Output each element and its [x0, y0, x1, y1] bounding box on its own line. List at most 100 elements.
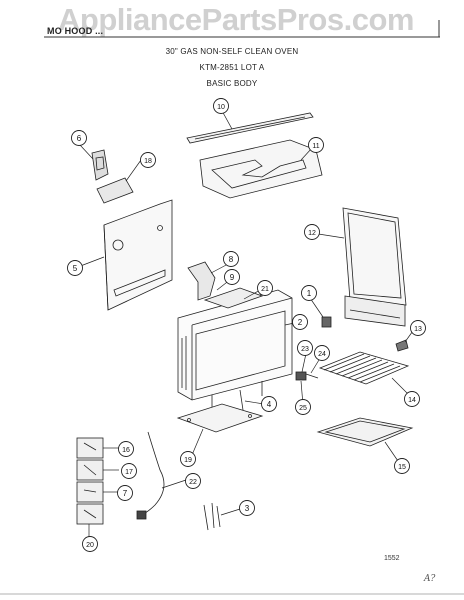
callout-24: 24	[314, 345, 330, 361]
callout-circle	[224, 269, 240, 285]
callout-18: 18	[140, 152, 156, 168]
callout-15: 15	[394, 458, 410, 474]
callout-label: 2	[298, 318, 303, 327]
callout-label: 24	[318, 351, 326, 358]
pin	[239, 389, 244, 411]
callout-label: 1	[307, 289, 312, 298]
callout-21: 21	[257, 280, 273, 296]
callout-label: 13	[414, 326, 422, 333]
callout-circle	[308, 137, 324, 153]
model-label: MO HOOD ...	[47, 26, 104, 36]
callout-label: 6	[77, 134, 82, 143]
hardware-boxes	[76, 437, 104, 525]
ignitor-lead	[203, 502, 221, 531]
bottom-plate	[176, 403, 264, 433]
callout-circle	[117, 485, 133, 501]
callout-circle	[67, 260, 83, 276]
igniter-assembly	[295, 371, 319, 381]
callout-circle	[314, 345, 330, 361]
callout-label: 5	[73, 264, 78, 273]
callout-circle	[118, 441, 134, 457]
callout-circle	[297, 340, 313, 356]
oven-body	[177, 287, 293, 410]
bushing	[321, 316, 332, 328]
side-panel	[103, 199, 173, 311]
callout-11: 11	[308, 137, 324, 153]
callout-circle	[223, 251, 239, 267]
callout-label: 16	[122, 447, 130, 454]
callout-circle	[261, 396, 277, 412]
callout-12: 12	[304, 224, 320, 240]
callout-circle	[71, 130, 87, 146]
callout-circle	[410, 320, 426, 336]
callout-1: 1	[301, 285, 317, 301]
diagram-title: 30" GAS NON-SELF CLEAN OVEN	[165, 47, 299, 56]
callout-circle	[180, 451, 196, 467]
callout-20: 20	[82, 536, 98, 552]
callout-label: 3	[245, 504, 250, 513]
callout-5: 5	[67, 260, 83, 276]
callout-13: 13	[410, 320, 426, 336]
callout-label: 14	[408, 397, 416, 404]
callout-25: 25	[295, 399, 311, 415]
callout-circle	[304, 224, 320, 240]
watermark: AppliancePartsPros.com	[58, 2, 414, 37]
callout-circle	[185, 473, 201, 489]
handwritten-initials: A?	[424, 574, 436, 584]
callout-label: 23	[301, 346, 309, 353]
callout-circle	[121, 463, 137, 479]
diagram-section: BASIC BODY	[206, 79, 258, 88]
callout-10: 10	[213, 98, 229, 114]
callout-circle	[140, 152, 156, 168]
callout-label: 7	[123, 489, 128, 498]
callout-label: 22	[189, 479, 197, 486]
top-trim-strip	[186, 112, 314, 144]
callout-label: 12	[308, 230, 316, 237]
callout-circle	[404, 391, 420, 407]
callout-label: 17	[125, 469, 133, 476]
top-panel	[199, 139, 323, 199]
callout-4: 4	[261, 396, 277, 412]
callout-circle	[213, 98, 229, 114]
callout-circle	[295, 399, 311, 415]
callout-label: 20	[86, 542, 94, 549]
callout-circle	[82, 536, 98, 552]
callout-circle	[394, 458, 410, 474]
callout-6: 6	[71, 130, 87, 146]
callout-label: 10	[217, 104, 225, 111]
callout-circle	[257, 280, 273, 296]
callout-circle	[301, 285, 317, 301]
callout-9: 9	[224, 269, 240, 285]
callout-17: 17	[121, 463, 137, 479]
callout-2: 2	[292, 314, 308, 330]
power-cord	[136, 431, 165, 520]
callout-3: 3	[239, 500, 255, 516]
callout-label: 4	[267, 400, 272, 409]
callout-label: 9	[230, 273, 235, 282]
broiler-pan	[316, 417, 414, 447]
callout-19: 19	[180, 451, 196, 467]
callout-label: 25	[299, 405, 307, 412]
callout-7: 7	[117, 485, 133, 501]
callout-group: 1234567891011121314151617181920212223242…	[67, 98, 426, 552]
callout-14: 14	[404, 391, 420, 407]
clip	[395, 339, 409, 352]
callout-label: 19	[184, 457, 192, 464]
oven-door-panel	[342, 207, 407, 327]
callout-label: 8	[229, 255, 234, 264]
callout-circle	[239, 500, 255, 516]
callout-label: 21	[261, 286, 269, 293]
callout-label: 11	[312, 143, 319, 150]
callout-8: 8	[223, 251, 239, 267]
bracket	[91, 149, 109, 181]
callout-label: 15	[398, 464, 406, 471]
callout-circle	[292, 314, 308, 330]
insulation-pad	[96, 177, 134, 204]
callout-16: 16	[118, 441, 134, 457]
callout-label: 18	[144, 158, 152, 165]
figure-number: 1552	[384, 555, 400, 562]
oven-rack	[318, 351, 410, 385]
diagram-model-lot: KTM-2851 LOT A	[199, 63, 265, 72]
